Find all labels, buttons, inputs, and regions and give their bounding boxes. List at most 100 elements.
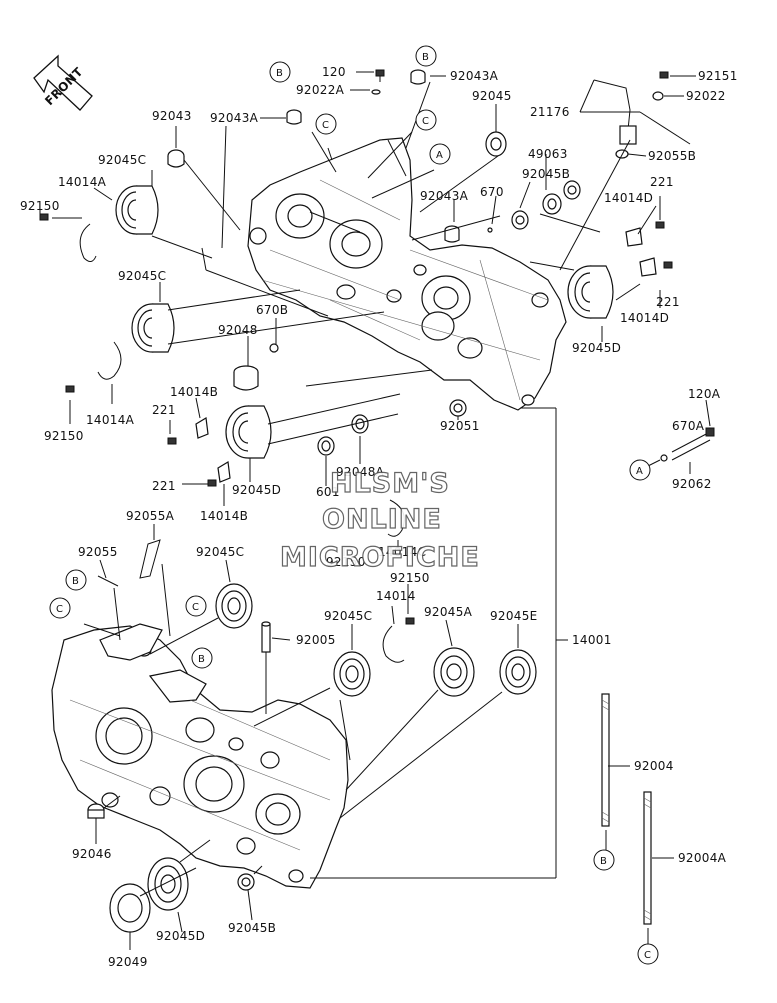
svg-text:B: B: [72, 576, 79, 587]
callout-B-4: B: [191, 647, 213, 669]
bearing-92045B-right: [511, 210, 529, 230]
bearing-92045E: [499, 649, 537, 695]
bearing-92045C-lower1: [215, 583, 253, 629]
part-label: 601: [316, 485, 340, 499]
part-label: 670A: [672, 419, 705, 433]
leader-lines: [39, 71, 711, 950]
callout-C-4: C: [185, 595, 207, 617]
part-label: 92045D: [156, 929, 205, 943]
bushing-92043A-top: [286, 109, 302, 125]
part-label: 92045A: [424, 605, 473, 619]
seal-92048A: [351, 414, 369, 434]
part-label: 92055A: [126, 509, 175, 523]
svg-text:HLSM'S: HLSM'S: [330, 468, 450, 499]
part-label: 92045E: [490, 609, 538, 623]
sensor-21176: [619, 125, 637, 145]
bearing-92045A: [433, 647, 475, 697]
part-label: 221: [656, 295, 680, 309]
bushing-92043: [167, 149, 185, 168]
part-label: 14014: [376, 589, 416, 603]
part-label: 14014A: [58, 175, 107, 189]
plug-92046: [87, 803, 105, 819]
seal-49063: [542, 180, 581, 215]
dowel-92005: [261, 621, 271, 653]
callout-B-1: B: [269, 61, 291, 83]
clip-14014A-lower: [97, 341, 122, 380]
svg-text:C: C: [422, 116, 429, 127]
lower-crankcase: [51, 623, 349, 889]
callout-C-1: C: [315, 113, 337, 135]
stud-92004: [601, 693, 610, 827]
stud-92004A: [643, 791, 652, 925]
bolts: [39, 69, 673, 625]
svg-text:C: C: [322, 120, 329, 131]
part-label: 92004A: [678, 851, 727, 865]
part-labels: 120 92043A 92022A 92043 92043A 92045 211…: [20, 65, 738, 969]
svg-text:B: B: [276, 68, 283, 79]
clip-14014B-upper: [195, 417, 209, 439]
part-label: 92049: [108, 955, 148, 969]
callout-A-1: A: [429, 143, 451, 165]
part-label: 92043A: [420, 189, 469, 203]
bearing-92045C-mid: [131, 303, 175, 353]
part-label: 92150: [20, 199, 60, 213]
part-label: 92150: [390, 571, 430, 585]
callout-C-5: C: [637, 943, 659, 965]
sensor-21176-wire: [593, 79, 631, 131]
part-label: 92151: [698, 69, 738, 83]
part-label: 92043A: [450, 69, 499, 83]
dowel-92055: [97, 575, 119, 587]
part-label: 92045C: [98, 153, 146, 167]
bearing-92045C-upper: [115, 185, 159, 235]
svg-text:A: A: [636, 466, 643, 477]
part-label: 92055: [78, 545, 118, 559]
part-label: 120: [322, 65, 346, 79]
part-label: 14014D: [620, 311, 669, 325]
callout-A-2: A: [629, 459, 651, 481]
svg-text:C: C: [192, 602, 199, 613]
part-label: 92004: [634, 759, 674, 773]
part-label: 92051: [440, 419, 480, 433]
svg-text:A: A: [436, 150, 443, 161]
svg-text:B: B: [600, 856, 607, 867]
dowel-92055A: [139, 539, 161, 579]
bearing-92045D-right: [567, 265, 614, 319]
clip-14014D-upper: [625, 227, 643, 247]
clip-14014D-lower: [639, 257, 657, 277]
part-label: 21176: [530, 105, 570, 119]
part-label: 92048A: [336, 465, 385, 479]
part-label: 14014D: [604, 191, 653, 205]
part-label: 92062: [672, 477, 712, 491]
part-label: 92043: [152, 109, 192, 123]
upper-crankcase: [247, 137, 567, 411]
part-label: 221: [650, 175, 674, 189]
part-label: 92045C: [196, 545, 244, 559]
callout-B-2: B: [415, 45, 437, 67]
bearing-92045-top: [485, 131, 507, 157]
front-arrow-icon: FRONT: [33, 54, 93, 111]
part-label: 14014C: [378, 545, 426, 559]
seal-92051: [449, 399, 467, 417]
part-label: 92150: [44, 429, 84, 443]
seal-601: [317, 436, 335, 456]
part-label: 92055B: [648, 149, 696, 163]
part-label: 92005: [296, 633, 336, 647]
bearing-92045C-lower2: [333, 651, 371, 697]
part-label: 221: [152, 403, 176, 417]
clip-14014: [382, 625, 405, 663]
part-label: 92045C: [118, 269, 166, 283]
part-label: 92045C: [324, 609, 372, 623]
svg-text:MICROFICHE: MICROFICHE: [280, 542, 480, 573]
callout-C-2: C: [415, 109, 437, 131]
part-label: 14001: [572, 633, 612, 647]
part-label: 120A: [688, 387, 721, 401]
bushing-92043A-mid: [444, 225, 460, 243]
clip-14014B-lower: [217, 461, 231, 483]
part-label: 14014B: [200, 509, 248, 523]
watermark: HLSM'S ONLINE MICROFICHE: [279, 467, 480, 573]
seal-92049: [109, 883, 151, 933]
part-label: 92046: [72, 847, 112, 861]
callout-C-3: C: [49, 597, 71, 619]
pin-92062: [660, 427, 715, 462]
